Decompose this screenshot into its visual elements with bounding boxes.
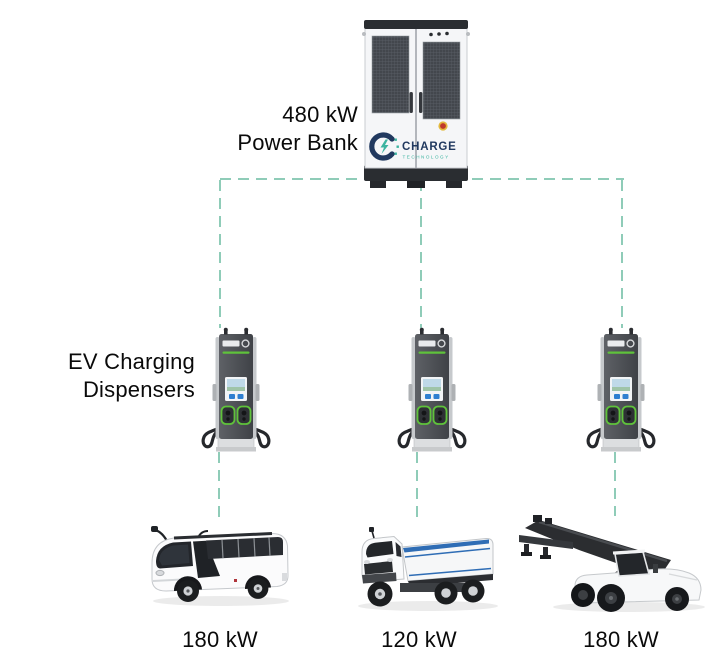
truck-grille bbox=[364, 561, 393, 575]
bus-door-section bbox=[193, 540, 220, 578]
electric-bus-illustration bbox=[151, 526, 289, 606]
vehicle-power-label-2: 120 kW bbox=[381, 627, 457, 652]
electric-reach-stacker-illustration bbox=[519, 515, 705, 612]
logo-c-mark bbox=[369, 132, 395, 161]
bus-rear-wheel bbox=[247, 578, 269, 599]
truck-bumper bbox=[362, 572, 397, 584]
stacker-spreader bbox=[519, 535, 573, 559]
ev-dispenser-1 bbox=[201, 327, 271, 453]
truck-side-window bbox=[395, 542, 402, 557]
bus-mirror bbox=[151, 526, 158, 532]
truck-rear-wheels bbox=[434, 579, 485, 605]
powerline-vehicle-2 bbox=[416, 452, 418, 518]
ventilation-grille-right bbox=[422, 41, 461, 120]
bus-side-windows bbox=[206, 537, 283, 559]
charge-technology-logo: CHARGE TECHNOLOGY bbox=[369, 132, 457, 161]
cabinet-top bbox=[364, 20, 468, 29]
power-bank-label: 480 kW Power Bank bbox=[237, 102, 358, 155]
vehicle-power-label-1: 180 kW bbox=[182, 627, 258, 652]
truck-front-wheel bbox=[367, 581, 393, 607]
ev-dispenser-2 bbox=[397, 327, 467, 453]
stacker-cab bbox=[614, 551, 651, 577]
bus-front-wheel bbox=[177, 580, 199, 602]
logo-tagline: TECHNOLOGY bbox=[403, 155, 450, 160]
cabinet-base bbox=[364, 165, 468, 181]
powerline-dispenser-3 bbox=[621, 180, 623, 328]
logo-text: CHARGE bbox=[402, 141, 457, 153]
powerline-dispenser-2 bbox=[420, 180, 422, 328]
ventilation-grille-left bbox=[371, 35, 410, 114]
ev-dispenser-3 bbox=[586, 327, 656, 453]
truck-windshield bbox=[366, 541, 394, 558]
stacker-rear-wheel bbox=[665, 587, 689, 611]
powerline-vehicle-1 bbox=[218, 452, 220, 518]
vehicle-power-label-3: 180 kW bbox=[583, 627, 659, 652]
door-handle bbox=[419, 92, 423, 113]
bus-headlight bbox=[155, 569, 165, 577]
cabinet-foot bbox=[446, 179, 462, 188]
powerline-dispenser-1 bbox=[219, 180, 221, 328]
door-handle bbox=[409, 92, 413, 113]
logo-lightning-icon bbox=[380, 139, 389, 154]
truck-blue-stripe bbox=[403, 539, 489, 553]
emergency-stop-button bbox=[438, 121, 448, 131]
stacker-front-wheels bbox=[571, 583, 625, 612]
cabinet-foot bbox=[370, 179, 386, 188]
indicator-lights bbox=[429, 31, 449, 37]
dispensers-label: EV Charging Dispensers bbox=[68, 349, 195, 402]
powerline-vehicle-3 bbox=[614, 452, 616, 516]
electric-dump-truck-illustration bbox=[358, 527, 498, 611]
cabinet-foot bbox=[407, 179, 425, 188]
power-bank-illustration: CHARGE TECHNOLOGY bbox=[362, 20, 470, 188]
